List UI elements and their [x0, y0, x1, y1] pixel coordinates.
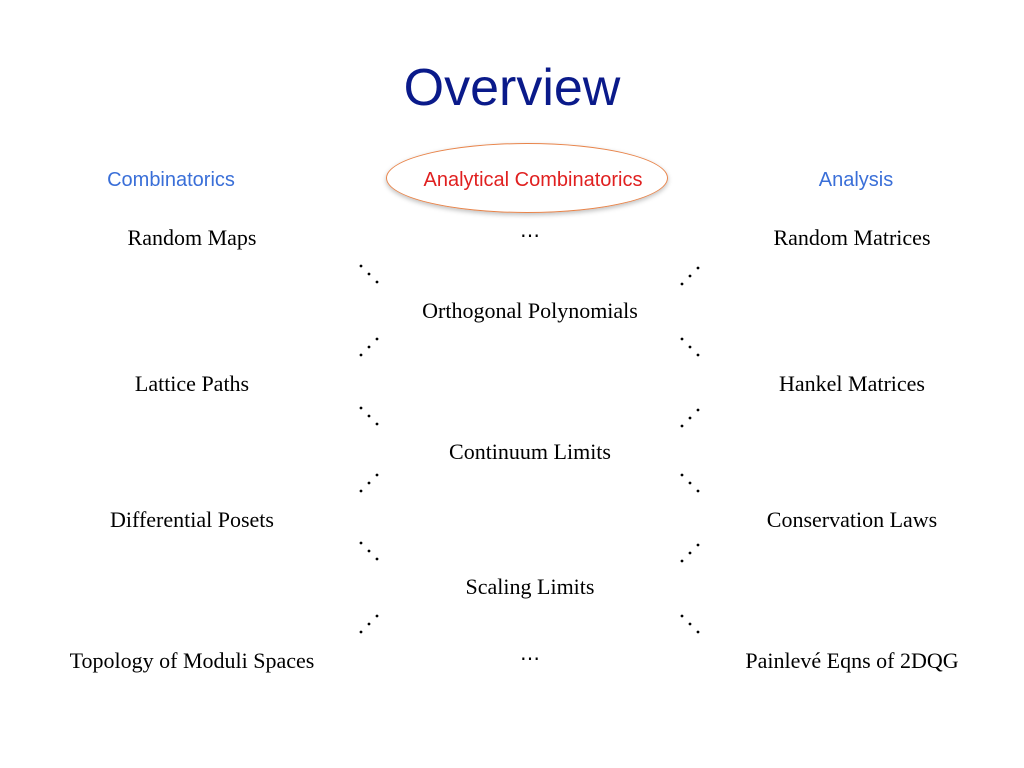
center-term-scaling-limits: Scaling Limits — [465, 574, 595, 599]
left-term-random-maps: Random Maps — [127, 225, 257, 250]
connector-left-2-up — [359, 337, 379, 357]
slide-title: Overview — [403, 59, 621, 117]
connector-right-6-down — [680, 614, 700, 634]
center-term-continuum-limits: Continuum Limits — [449, 439, 611, 464]
highlight-ellipse — [386, 143, 668, 213]
connector-right-5-up — [680, 543, 700, 563]
column-heading-combinatorics: Combinatorics — [107, 169, 235, 191]
left-term-topology-of-moduli-spaces: Topology of Moduli Spaces — [69, 648, 315, 673]
left-term-differential-posets: Differential Posets — [110, 507, 274, 532]
connector-left-6-up — [359, 614, 379, 634]
right-term-random-matrices: Random Matrices — [773, 225, 931, 250]
connector-right-1-up — [680, 266, 700, 286]
left-term-lattice-paths: Lattice Paths — [134, 371, 250, 396]
right-term-painleve-eqns-of-2dqg: Painlevé Eqns of 2DQG — [745, 648, 959, 673]
connector-right-2-down — [680, 337, 700, 357]
right-term-conservation-laws: Conservation Laws — [766, 507, 938, 532]
connector-right-3-up — [680, 408, 700, 428]
center-ellipsis-bottom: ⋯ — [520, 648, 540, 670]
connector-left-3-down — [359, 406, 379, 426]
column-heading-analysis: Analysis — [818, 169, 894, 191]
connector-right-4-down — [680, 473, 700, 493]
connector-left-4-up — [359, 473, 379, 493]
center-ellipsis-top: ⋯ — [520, 225, 540, 247]
right-term-hankel-matrices: Hankel Matrices — [779, 371, 925, 396]
connector-left-1-down — [359, 264, 379, 284]
connector-left-5-down — [359, 541, 379, 561]
center-term-orthogonal-polynomials: Orthogonal Polynomials — [422, 298, 638, 323]
column-heading-analytical-combinatorics: Analytical Combinatorics — [423, 169, 643, 191]
